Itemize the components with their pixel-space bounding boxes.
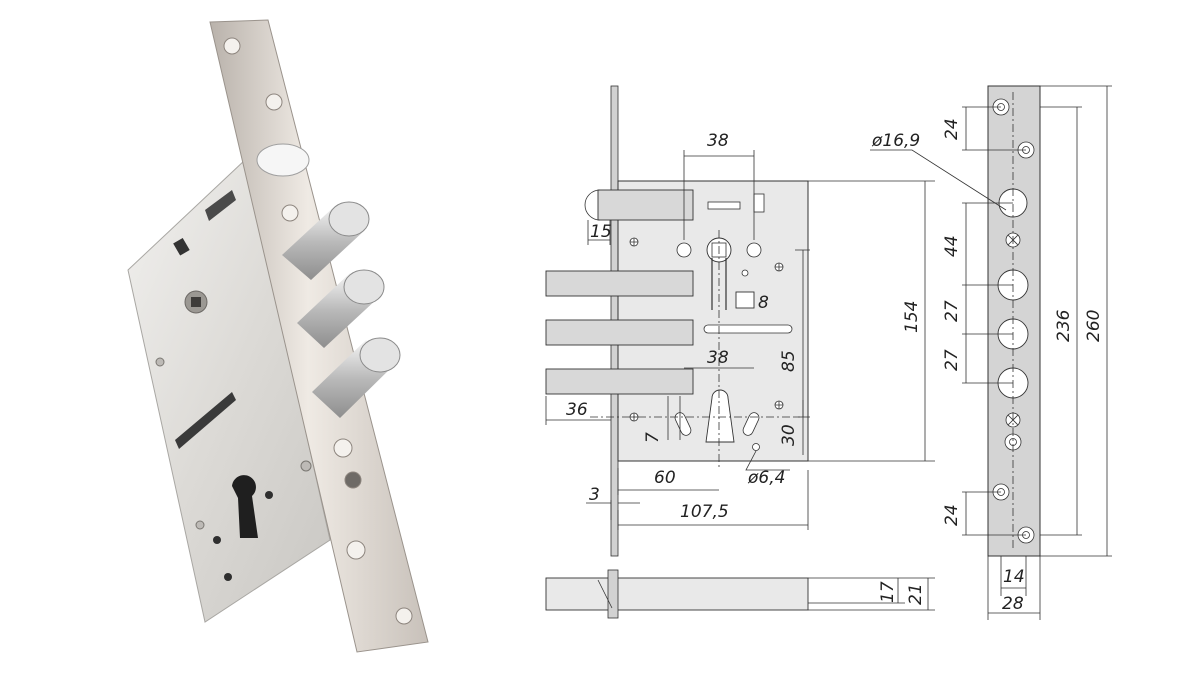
- dim-bottom-screw-spacing: 24: [942, 504, 962, 526]
- dim-top-screw-spacing: 24: [942, 118, 962, 140]
- front-latch: [597, 189, 694, 221]
- dim-hole-diameter: ø6,4: [747, 468, 785, 488]
- case-hole: [224, 573, 232, 581]
- screw-icon: [333, 438, 353, 458]
- deadbolt: [297, 269, 385, 348]
- bottom-view: 17 21: [545, 569, 935, 619]
- dim-bolt-projection: 36: [566, 400, 588, 420]
- dim-inner-height: 236: [1054, 309, 1074, 342]
- dim-top-width: 38: [707, 131, 729, 151]
- dim-total-width: 28: [1002, 594, 1024, 614]
- mortise-lock-photo-icon: [127, 19, 429, 653]
- case-slot-long: [175, 392, 236, 449]
- front-bolt-3: [545, 368, 694, 395]
- screw-icon: [629, 237, 639, 247]
- dim-faceplate-thickness: 3: [589, 485, 600, 505]
- dim-cylinder-offset: 7: [643, 432, 663, 443]
- dim-total-depth: 21: [906, 583, 926, 605]
- bottom-case: [545, 577, 809, 611]
- cylinder-cutout: [232, 475, 258, 538]
- screw-icon: [344, 471, 362, 489]
- case-hole: [265, 491, 273, 499]
- dim-backset: 60: [654, 468, 676, 488]
- front-bolt-1: [545, 270, 694, 297]
- deadbolt: [282, 201, 370, 280]
- screw-icon: [395, 607, 413, 625]
- side-view: ø16,9 24 44 27 27 24 236 260 14 28: [870, 85, 1112, 620]
- screw-icon: [195, 520, 205, 530]
- dim-total-height: 260: [1084, 310, 1104, 342]
- dim-case-height: 154: [902, 301, 922, 333]
- spindle-square: [191, 297, 201, 307]
- dim-case-depth: 17: [878, 581, 898, 603]
- screw-icon: [281, 204, 299, 222]
- screw-icon: [223, 37, 241, 55]
- case-slot: [205, 190, 236, 221]
- front-view: 38 15 8 38 85 36 7 30 60 ø6,4 3 107,5 15…: [545, 85, 935, 557]
- dim-cylinder-spacing: 38: [707, 348, 729, 368]
- dim-spindle-square: 8: [758, 293, 769, 313]
- cylinder-hole: [705, 389, 735, 443]
- front-bolt-2: [545, 319, 694, 346]
- screw-icon: [265, 93, 283, 111]
- screw-icon: [774, 400, 784, 410]
- dim-latch-offset: 15: [590, 222, 612, 242]
- dim-spacing-b: 27: [942, 300, 962, 322]
- screw-icon: [155, 357, 165, 367]
- dim-inner-width: 14: [1003, 567, 1025, 587]
- dim-spacing-c: 27: [942, 349, 962, 371]
- screw-icon: [300, 460, 312, 472]
- screw-icon: [346, 540, 366, 560]
- screw-icon: [774, 262, 784, 272]
- lock-case: [127, 159, 331, 623]
- dim-latch-diameter: ø16,9: [871, 131, 920, 151]
- bottom-faceplate: [607, 569, 619, 619]
- case-hole: [213, 536, 221, 544]
- dim-cylinder-height: 30: [779, 424, 799, 446]
- case-window: [173, 237, 190, 256]
- dim-spindle-to-cylinder: 85: [779, 350, 799, 372]
- latch: [256, 143, 310, 177]
- dim-spacing-a: 44: [942, 235, 962, 257]
- deadbolt: [312, 337, 401, 418]
- dim-case-width: 107,5: [680, 502, 729, 522]
